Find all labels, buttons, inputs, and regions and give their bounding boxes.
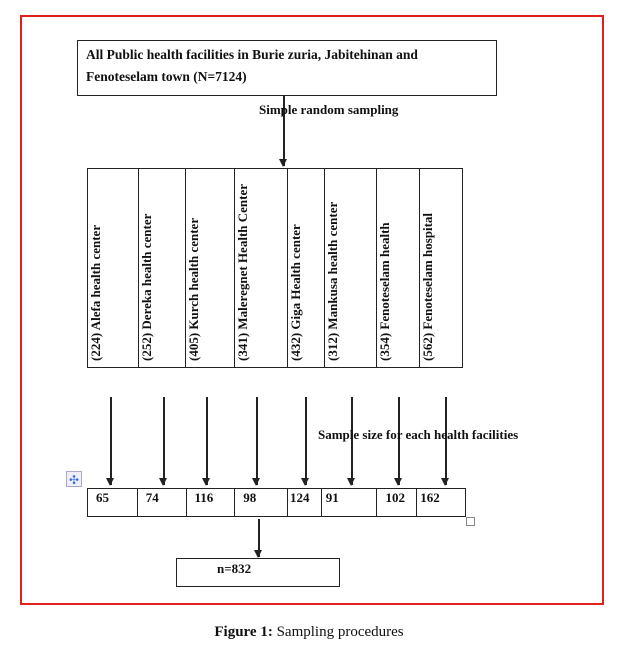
arrow xyxy=(253,397,259,486)
arrow xyxy=(348,397,354,486)
sample-cell: 162 xyxy=(420,490,440,505)
facilities-table: (224) Alefa health center (252) Dereka h… xyxy=(87,168,463,368)
arrow xyxy=(395,397,401,486)
facility-label: (224) Alefa health center xyxy=(88,224,103,361)
sample-cell: 116 xyxy=(187,489,236,516)
facility-cell: (562) Fenoteselam hospital xyxy=(420,169,462,367)
facility-label: (312) Mankusa health center xyxy=(324,201,340,361)
arrow xyxy=(160,397,166,486)
sample-cell: 98 xyxy=(235,489,288,516)
table-resize-handle[interactable] xyxy=(466,517,475,526)
sample-size-label: Sample size for each health facilities xyxy=(318,427,519,442)
figure-frame xyxy=(20,15,604,605)
facility-cell: (252) Dereka health center xyxy=(139,169,187,367)
sample-cell: 102 xyxy=(377,489,418,516)
facility-label: (341) Maleregnet Health Center xyxy=(235,183,251,361)
arrow xyxy=(203,397,209,486)
sample-cell: 65 xyxy=(88,489,138,516)
facility-cell: (312) Mankusa health center xyxy=(325,169,378,367)
facility-label: (432) Giga Health center xyxy=(287,224,303,361)
facility-label: (405) Kurch health center xyxy=(186,217,202,361)
arrow xyxy=(442,397,448,486)
sample-cell: 74 xyxy=(138,489,187,516)
sampling-method-label: Simple random sampling xyxy=(259,102,399,117)
facility-cell: (354) Fenoteselam health xyxy=(377,169,421,367)
facility-label: (562) Fenoteselam hospital xyxy=(420,212,436,361)
facility-label: (252) Dereka health center xyxy=(138,213,154,361)
facility-cell: (224) Alefa health center xyxy=(88,169,139,367)
arrow-to-total xyxy=(255,519,261,558)
sample-size-row: 65 74 116 98 124 91 102 162 xyxy=(87,488,466,517)
arrow xyxy=(302,397,308,486)
facility-cell: (341) Maleregnet Health Center xyxy=(235,169,288,367)
total-sample-box: n=832 xyxy=(176,558,340,587)
sample-cell: 91 xyxy=(322,489,378,516)
table-move-handle-icon[interactable]: ✣ xyxy=(66,471,82,487)
facility-cell: (432) Giga Health center xyxy=(288,169,325,367)
caption-text: Sampling procedures xyxy=(272,624,404,640)
sample-cell: 124 xyxy=(288,489,322,516)
facility-label: (354) Fenoteselam health xyxy=(377,222,393,361)
facility-cell: (405) Kurch health center xyxy=(186,169,236,367)
caption-prefix: Figure 1: xyxy=(214,624,273,640)
population-box: All Public health facilities in Burie zu… xyxy=(77,40,497,96)
arrow xyxy=(107,397,113,486)
figure-caption: Figure 1: Sampling procedures xyxy=(0,624,618,641)
arrow-to-facilities xyxy=(280,96,286,167)
